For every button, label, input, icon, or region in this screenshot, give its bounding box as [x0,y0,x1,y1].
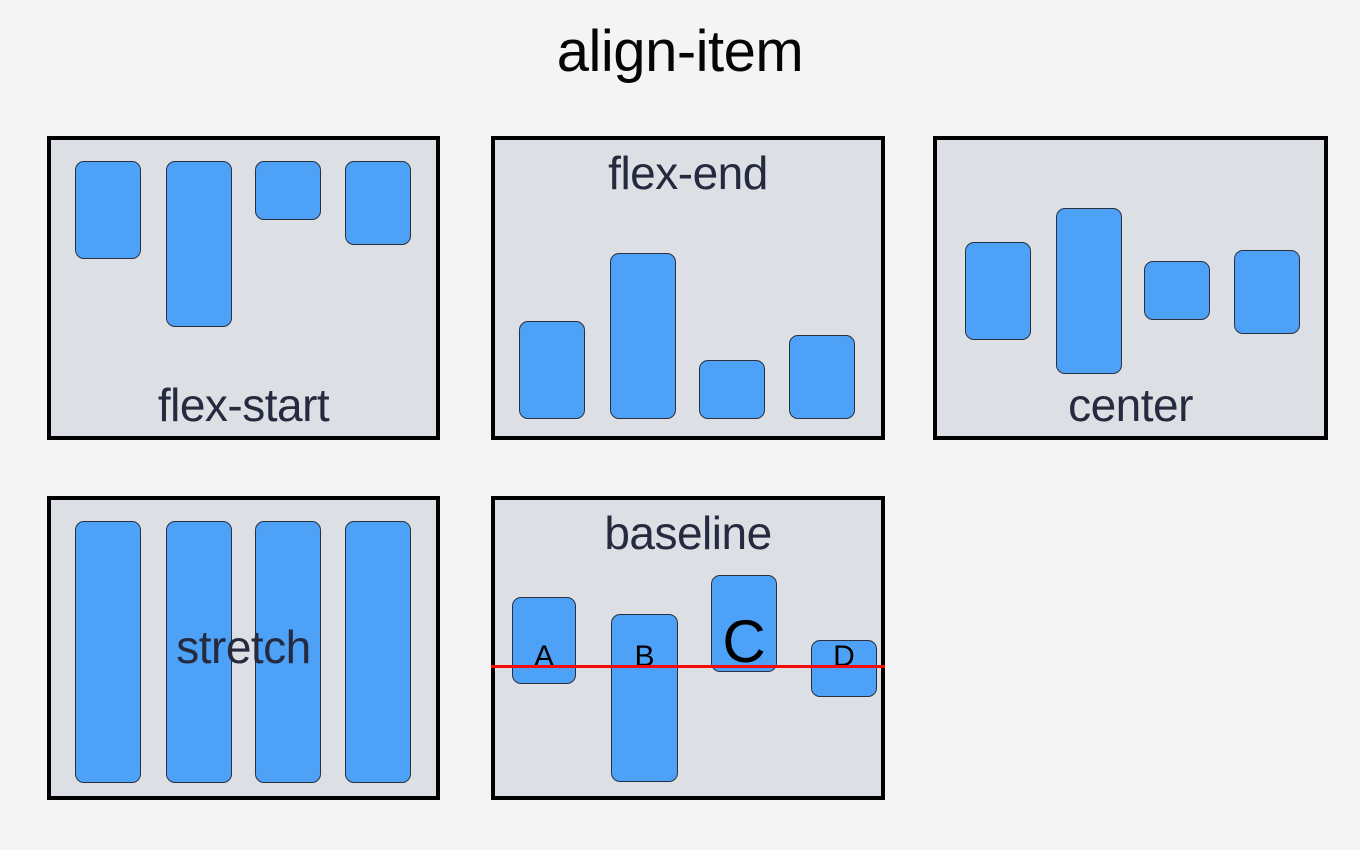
flex-item-box [345,521,411,783]
baseline-rule [491,665,885,668]
flex-item-box [255,521,321,783]
flex-item-box [512,597,576,684]
flex-item-box [965,242,1031,340]
flex-item-box [1056,208,1122,374]
flex-item-box [611,614,678,782]
flex-item-box [166,161,232,327]
flex-item-box [711,575,777,672]
panel-label-flex-start: flex-start [157,379,330,431]
flex-item-box [166,521,232,783]
flex-item-box [610,253,676,419]
panel-flex-end: flex-end [491,136,885,440]
page-title: align-item [556,19,804,84]
flex-item-box [75,521,141,783]
flex-item-box [699,360,765,419]
flex-item-box [345,161,411,245]
panel-stretch: stretch [47,496,440,800]
panel-label-flex-end: flex-end [608,147,768,199]
flex-item-box [519,321,585,419]
panel-flex-start: flex-start [47,136,440,440]
flex-item-box [255,161,321,220]
panel-label-baseline: baseline [604,507,772,559]
flex-item-box [789,335,855,419]
flex-item-box [1234,250,1300,334]
flex-item-box [75,161,141,259]
panel-center: center [933,136,1328,440]
flex-item-box [811,640,877,697]
flex-item-box [1144,261,1210,320]
panel-label-center: center [1068,379,1193,431]
